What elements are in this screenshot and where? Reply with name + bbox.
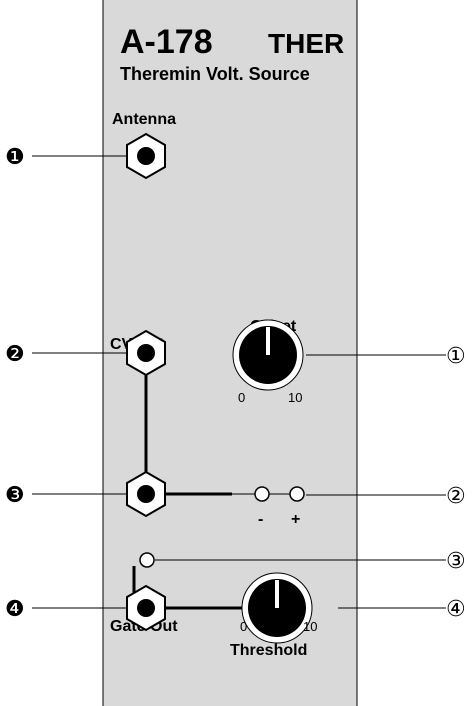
antenna-jack[interactable] [126,132,166,180]
led-minus-label: - [258,511,263,528]
callout-right-1: ① [446,344,466,369]
callout-right-4: ④ [446,597,466,622]
offset-scale-max: 10 [288,390,302,405]
offset-scale-min: 0 [238,390,245,405]
led-plus [289,486,305,502]
module-full-name: Theremin Volt. Source [120,64,310,84]
threshold-knob[interactable] [241,572,313,644]
offset-knob[interactable] [232,319,304,391]
callout-left-4: ❹ [5,597,25,622]
led-plus-label: + [291,511,300,528]
callout-left-3: ❸ [5,483,25,508]
gate-led [139,552,155,568]
antenna-label: Antenna [112,111,176,128]
callout-right-2: ② [446,484,466,509]
module-short-name: THER [268,28,344,59]
gate-out-jack[interactable] [126,584,166,632]
callout-left-1: ❶ [5,145,25,170]
cv-out-jack-2[interactable] [126,470,166,518]
callout-right-3: ③ [446,549,466,574]
led-minus [254,486,270,502]
threshold-label: Threshold [230,642,307,659]
threshold-scale-max: 10 [303,619,317,634]
module-model: A-178 [120,23,213,61]
cv-out-jack[interactable] [126,329,166,377]
threshold-scale-min: 0 [240,619,247,634]
callout-left-2: ❷ [5,342,25,367]
